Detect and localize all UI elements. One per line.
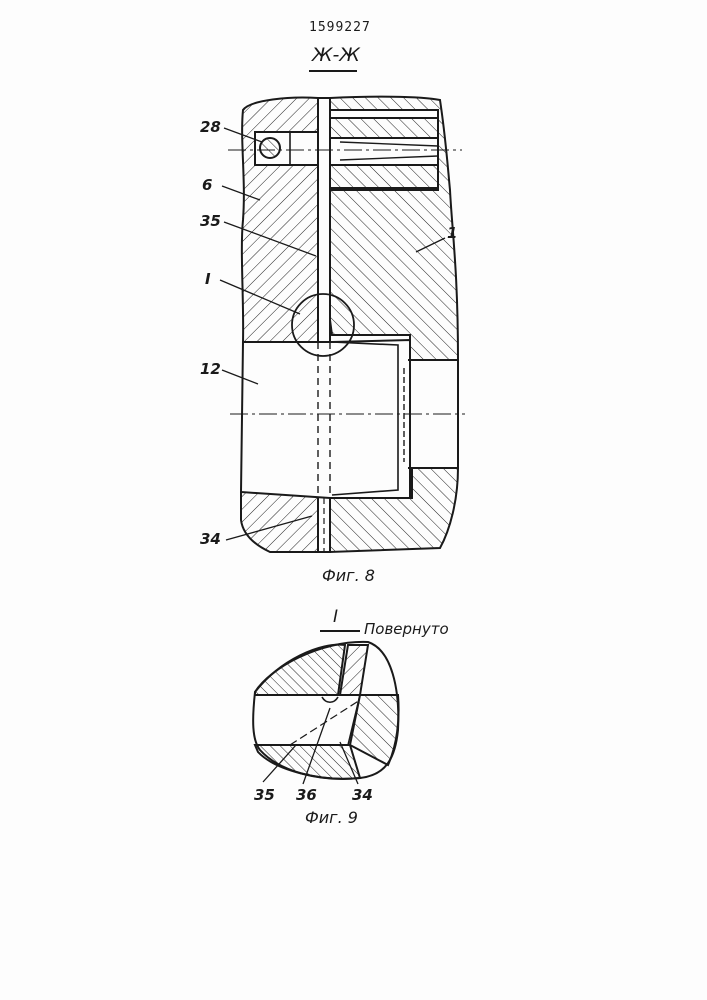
figure-8-section-view bbox=[220, 97, 465, 552]
callout-28: 28 bbox=[200, 118, 221, 136]
callout-34: 34 bbox=[200, 530, 221, 548]
figure-9-detail-view bbox=[253, 642, 398, 784]
callout-35: 35 bbox=[200, 212, 221, 230]
figure-9-caption: Фиг. 9 bbox=[305, 808, 358, 827]
figure-8-caption: Фиг. 8 bbox=[322, 566, 375, 585]
detail-label-underline bbox=[320, 630, 360, 632]
fig9-callout-36: 36 bbox=[296, 786, 317, 804]
pin-28 bbox=[260, 138, 280, 158]
part-6-left-lower bbox=[241, 492, 318, 552]
upper-threaded-plug bbox=[330, 118, 438, 138]
detail-upper-hatch bbox=[255, 645, 345, 695]
callout-6: 6 bbox=[202, 176, 212, 194]
callout-I: I bbox=[205, 270, 211, 288]
fig9-callout-35: 35 bbox=[254, 786, 275, 804]
bore-12 bbox=[241, 340, 410, 498]
rotated-note: Повернуто bbox=[364, 620, 449, 638]
detail-label: I bbox=[333, 607, 338, 627]
upper-threaded-plug-lower bbox=[330, 165, 438, 188]
callout-1: 1 bbox=[447, 224, 457, 242]
callout-12: 12 bbox=[200, 360, 221, 378]
fig9-callout-34: 34 bbox=[352, 786, 373, 804]
